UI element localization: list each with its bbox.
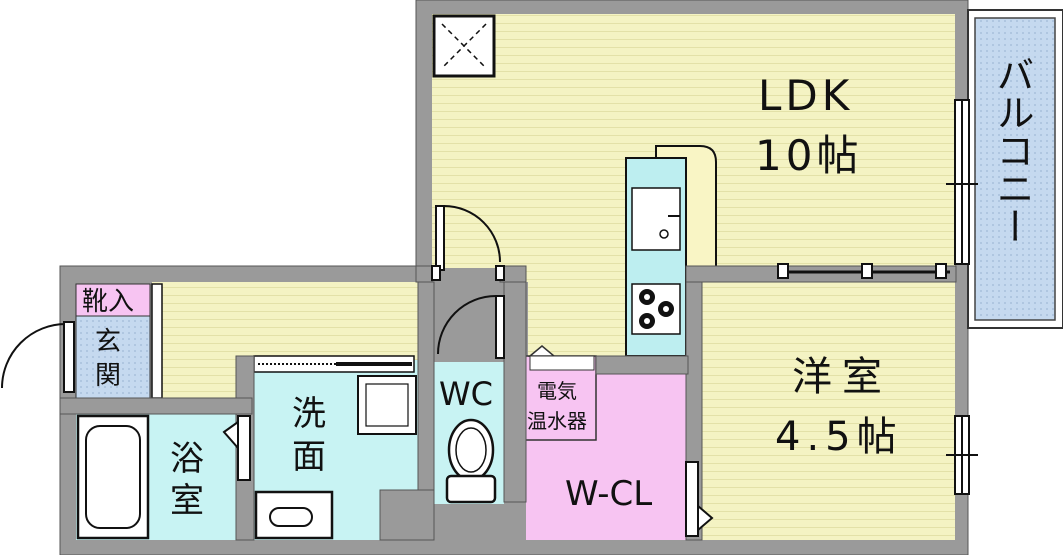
bathroom: 浴 室 bbox=[76, 414, 236, 540]
water-heater-label-2: 温水器 bbox=[527, 409, 587, 433]
kitchen-sink-icon bbox=[631, 187, 681, 251]
entrance-label-1: 玄 bbox=[95, 327, 121, 357]
washroom-label-2: 面 bbox=[292, 437, 326, 477]
balcony-label: バルコニー bbox=[990, 55, 1034, 245]
interior-walls bbox=[59, 265, 957, 541]
western-name: 洋室 bbox=[792, 354, 892, 400]
water-heater: 電気 温水器 bbox=[523, 345, 597, 441]
toilet-icon bbox=[445, 418, 497, 504]
stove-icon bbox=[631, 283, 681, 335]
ldk-name: LDK bbox=[758, 71, 853, 120]
bathroom-label-2: 室 bbox=[170, 481, 204, 521]
bathroom-label-1: 浴 bbox=[170, 439, 204, 479]
sink-icon bbox=[254, 490, 334, 540]
western-size: 4.5帖 bbox=[775, 414, 903, 460]
washroom-label-1: 洗 bbox=[292, 394, 326, 434]
wcl-label: W-CL bbox=[565, 474, 652, 514]
ldk-size: 10帖 bbox=[755, 131, 862, 180]
washing-machine-icon bbox=[357, 375, 417, 435]
water-heater-label-1: 電気 bbox=[537, 379, 577, 403]
western-room: 洋室 4.5帖 bbox=[702, 282, 955, 540]
shoe-storage-label: 靴入 bbox=[82, 287, 134, 317]
washroom: 洗 面 bbox=[252, 355, 418, 540]
entrance-label-2: 関 bbox=[95, 361, 121, 391]
ventilation-fan-icon bbox=[432, 14, 496, 78]
shoe-storage: 靴入 bbox=[75, 283, 163, 399]
kitchen bbox=[625, 145, 717, 357]
toilet-room: WC bbox=[434, 362, 504, 504]
balcony: バルコニー bbox=[967, 9, 1063, 329]
bathtub-icon bbox=[76, 414, 150, 540]
doors bbox=[1, 205, 950, 537]
entrance: 玄 関 bbox=[75, 315, 151, 399]
windows bbox=[946, 99, 978, 495]
wc-label: WC bbox=[439, 375, 493, 413]
